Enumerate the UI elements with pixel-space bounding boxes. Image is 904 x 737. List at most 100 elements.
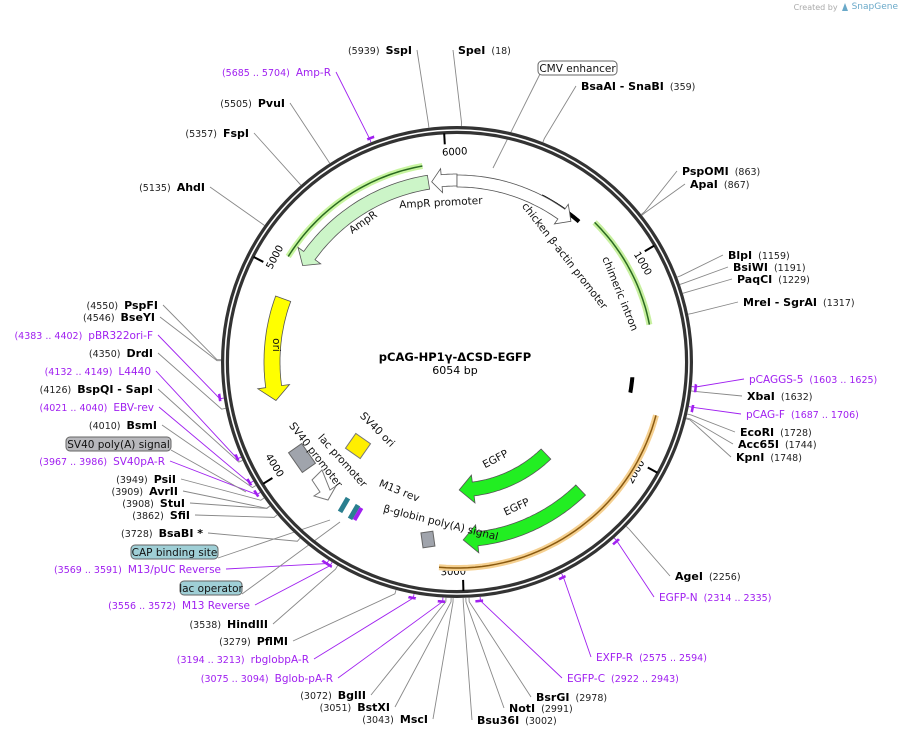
site-leader-line [272, 565, 339, 625]
primer-mark [246, 478, 253, 486]
primer-leader-line [691, 378, 745, 388]
primer-label[interactable]: pCAG-F(1687 .. 1706) [746, 409, 859, 421]
primer-label[interactable]: (3967 .. 3986)SV40pA-R [39, 456, 165, 468]
sv40-promoter-box[interactable] [287, 442, 317, 474]
egfp-arrow[interactable] [462, 484, 587, 554]
site-leader-line [162, 304, 222, 361]
restriction-site-label[interactable]: MreI - SgrAI(1317) [743, 296, 855, 309]
restriction-site-label[interactable]: PaqCI(1229) [737, 273, 810, 286]
restriction-site-label[interactable]: (4126)BspQI - SapI [40, 383, 153, 396]
sv40-ori-box[interactable] [344, 432, 372, 460]
primer-label[interactable]: (4132 .. 4149)L4440 [45, 366, 151, 378]
restriction-site-label[interactable]: (3043)MscI [362, 713, 428, 726]
site-leader-line [370, 597, 447, 696]
primer-label[interactable]: (3075 .. 3094)Bglob-pA-R [201, 673, 333, 685]
primer-mark [407, 595, 417, 600]
restriction-site-label[interactable]: (5939)SspI [348, 44, 412, 57]
restriction-site-label[interactable]: AgeI(2256) [675, 570, 741, 583]
beta-globin-polya-box[interactable] [420, 530, 436, 549]
egfp-arrow[interactable] [458, 448, 552, 504]
restriction-site-label[interactable]: (3909)AvrII [112, 485, 179, 498]
restriction-site-label[interactable]: BlpI(1159) [728, 249, 790, 262]
feature-label-box[interactable] [179, 580, 243, 596]
site-leader-line [691, 390, 743, 397]
ori-arrow[interactable] [256, 295, 292, 402]
restriction-site-label[interactable]: (4550)PspFI [87, 299, 159, 312]
primer-label[interactable]: EXFP-R(2575 .. 2594) [596, 652, 707, 664]
restriction-site-label[interactable]: SpeI(18) [458, 44, 511, 57]
restriction-site-label[interactable]: (4546)BseYI [83, 311, 155, 324]
restriction-site-label[interactable]: (3862)SfiI [132, 509, 190, 522]
feature-label-box-text: SV40 poly(A) signal [67, 439, 170, 451]
feature-leader-line [217, 519, 331, 559]
restriction-site-label[interactable]: (5357)FspI [185, 127, 249, 140]
lac-promoter-arrow[interactable] [311, 469, 337, 501]
restriction-site-label[interactable]: (3949)PsiI [116, 473, 176, 486]
restriction-site-label[interactable]: (3728)BsaBI * [121, 527, 203, 540]
primer-label[interactable]: (3194 .. 3213)rbglobpA-R [177, 654, 309, 666]
primer-label[interactable]: EGFP-N(2314 .. 2335) [659, 592, 771, 604]
restriction-site-label[interactable]: NotI(2991) [509, 702, 573, 715]
backbone-inner-gap [224, 129, 690, 595]
tick-mark [253, 255, 264, 263]
primer-mark [475, 599, 484, 603]
primer-label[interactable]: (3556 .. 3572)M13 Reverse [108, 600, 250, 612]
restriction-site-label[interactable]: XbaI(1632) [747, 390, 812, 403]
site-leader-line [292, 589, 397, 642]
tick-mark [262, 477, 273, 485]
credit-brand: SnapGene [851, 2, 898, 12]
chimeric-intron-line [594, 221, 651, 325]
restriction-site-label[interactable]: (5505)PvuI [220, 97, 285, 110]
restriction-site-label[interactable]: (3279)PflMI [219, 635, 288, 648]
primer-mark [234, 454, 240, 462]
primer-mark [558, 574, 567, 581]
site-leader-line [468, 597, 532, 698]
restriction-site-label[interactable]: Acc65I(1744) [738, 438, 817, 451]
plasmid-length: 6054 bp [432, 364, 477, 377]
primer-mark [437, 599, 445, 603]
restriction-site-label[interactable]: BsrGI(2978) [536, 691, 607, 704]
feature-label: EGFP [481, 448, 511, 471]
restriction-site-label[interactable]: ApaI(867) [690, 178, 749, 191]
lac-operator-box[interactable] [347, 503, 361, 521]
restriction-site-label[interactable]: KpnI(1748) [736, 451, 802, 464]
site-leader-line [194, 514, 278, 518]
m13-rev-box[interactable] [337, 496, 351, 514]
primer-label[interactable]: pCAGGS-5(1603 .. 1625) [749, 374, 877, 386]
feature-label-box-text: CAP binding site [132, 547, 218, 559]
label-lines [155, 49, 745, 721]
site-leader-line [253, 132, 302, 186]
ampr-promoter-arrow[interactable] [431, 167, 458, 194]
primer-label[interactable]: (4021 .. 4040)EBV-rev [40, 402, 155, 414]
site-leader-line [207, 532, 301, 542]
site-leader-line [465, 597, 505, 709]
restriction-site-label[interactable]: BsaAI - SnaBI(359) [581, 80, 695, 93]
feature-label: chimeric intron [599, 255, 640, 333]
egfp-orf-line [438, 415, 657, 569]
restriction-site-label[interactable]: (3051)BstXI [320, 701, 390, 714]
restriction-site-label[interactable]: (4010)BsmI [89, 419, 157, 432]
primer-label[interactable]: (5685 .. 5704)Amp-R [222, 67, 331, 79]
chicken-beta-actin-promoter-arrow[interactable] [456, 174, 572, 225]
ampr-arrow[interactable] [297, 174, 431, 267]
primer-label[interactable]: EGFP-C(2922 .. 2943) [567, 673, 679, 685]
primer-label[interactable]: (3569 .. 3591)M13/pUC Reverse [54, 564, 221, 576]
feature-label-box[interactable] [65, 436, 172, 452]
restriction-site-label[interactable]: (4350)DrdI [89, 347, 153, 360]
feature-label-box[interactable] [130, 544, 219, 560]
restriction-site-label[interactable]: Bsu36I(3002) [477, 714, 557, 727]
feature-label-box[interactable] [537, 60, 618, 76]
restriction-site-label[interactable]: (3072)BglII [300, 689, 366, 702]
site-leader-line [289, 102, 331, 164]
restriction-site-label[interactable]: (3538)HindIII [189, 618, 268, 631]
restriction-site-label[interactable]: PspOMI(863) [682, 165, 760, 178]
primer-leader-line [335, 71, 372, 143]
restriction-site-label[interactable]: (5135)AhdI [139, 181, 205, 194]
restriction-site-label[interactable]: EcoRI(1728) [740, 426, 812, 439]
restriction-site-label[interactable]: BsiWI(1191) [733, 261, 806, 274]
primer-label[interactable]: (4383 .. 4402)pBR322ori-F [14, 330, 153, 342]
tick-mark [443, 133, 446, 145]
site-leader-line [641, 183, 686, 216]
restriction-site-label[interactable]: (3908)StuI [122, 497, 185, 510]
